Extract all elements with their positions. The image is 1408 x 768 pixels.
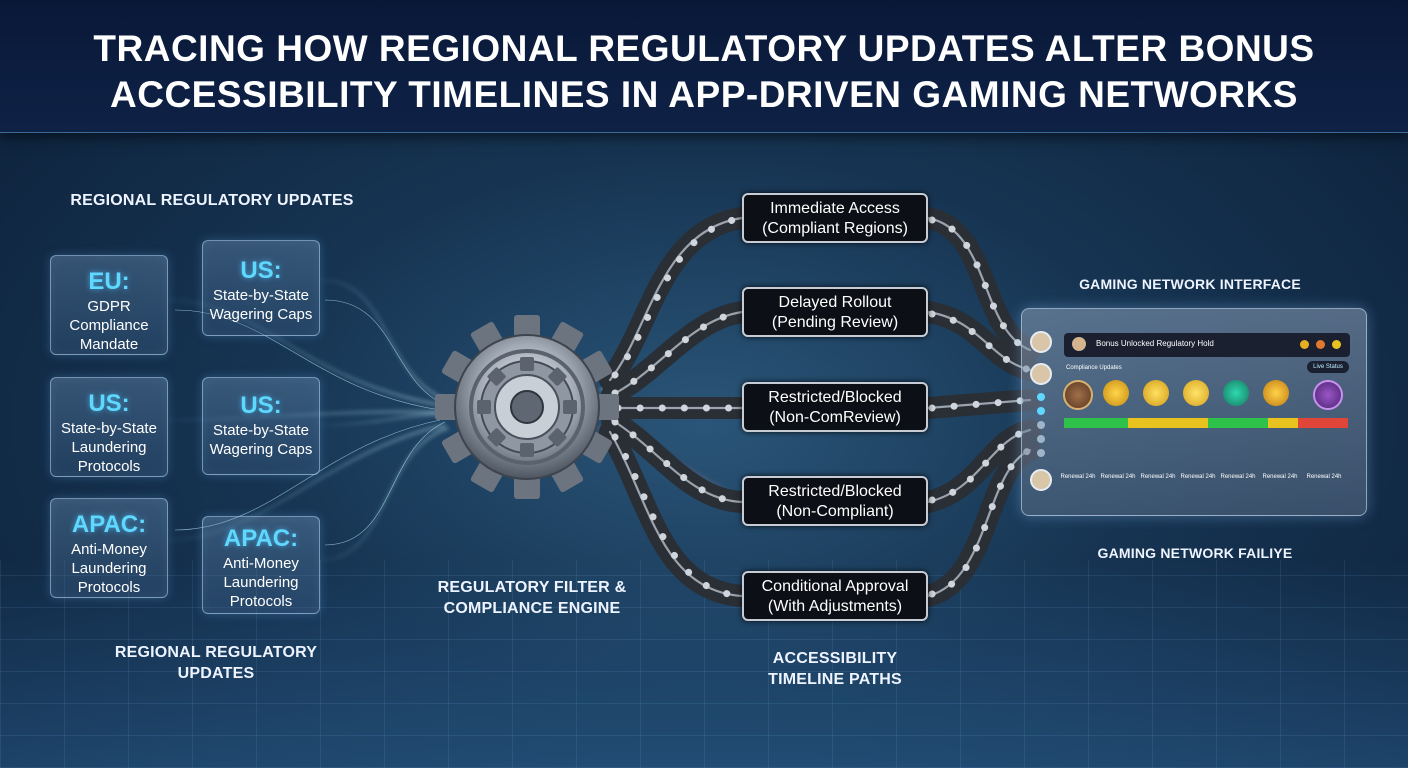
reg-card-line: Compliance (51, 317, 167, 334)
panel-bottom-label: Renewal 24h (1100, 474, 1136, 481)
reg-card-line: Protocols (51, 458, 167, 475)
panel-status-dot (1332, 340, 1341, 349)
reg-card-us-wagering-1: US: State-by-State Wagering Caps (202, 240, 320, 336)
reg-card-line: Laundering (51, 560, 167, 577)
panel-bottom-label: Renewal 24h (1262, 474, 1298, 481)
path-head: Restricted/Blocked (744, 482, 926, 502)
status-bar-green (1064, 418, 1128, 428)
bonus-coin-icon (1063, 380, 1093, 410)
bonus-coin-icon (1143, 380, 1169, 406)
reg-card-line: Wagering Caps (203, 441, 319, 458)
status-bar-red (1298, 418, 1348, 428)
panel-tag: Compliance Updates (1066, 365, 1122, 371)
reg-card-line: Mandate (51, 336, 167, 353)
panel-bottom-label: Renewal 24h (1060, 474, 1096, 481)
reg-card-us-laundering: US: State-by-State Laundering Protocols (50, 377, 168, 477)
label-regional-bottom-line-2: UPDATES (96, 663, 336, 684)
panel-side-dot (1037, 421, 1045, 429)
gaming-interface-panel: Bonus Unlocked Regulatory Hold Complianc… (1021, 308, 1367, 516)
reg-card-line: Protocols (203, 593, 319, 610)
reg-card-line: State-by-State (51, 420, 167, 437)
bonus-coin-icon (1313, 380, 1343, 410)
path-sub: (Pending Review) (744, 313, 926, 333)
path-immediate-access: Immediate Access (Compliant Regions) (742, 193, 928, 243)
path-head: Conditional Approval (744, 577, 926, 597)
reg-card-line: Protocols (51, 579, 167, 596)
label-regional-top: REGIONAL REGULATORY UPDATES (52, 192, 372, 210)
reg-card-line: Laundering (51, 439, 167, 456)
pipe-conditional-in (610, 432, 742, 596)
panel-side-avatar-icon (1030, 469, 1052, 491)
label-engine-line-1: REGULATORY FILTER & (402, 577, 662, 598)
label-interface-bottom: GAMING NETWORK FAILIYE (1075, 545, 1315, 561)
label-engine-line-2: COMPLIANCE ENGINE (402, 598, 662, 619)
reg-card-us-wagering-2: US: State-by-State Wagering Caps (202, 377, 320, 475)
path-restricted-noncompliant: Restricted/Blocked (Non-Compliant) (742, 476, 928, 526)
panel-bottom-label: Renewal 24h (1306, 474, 1342, 481)
bonus-coin-icon (1183, 380, 1209, 406)
panel-avatar-icon (1072, 337, 1086, 351)
reg-card-line: State-by-State (203, 422, 319, 439)
label-engine: REGULATORY FILTER & COMPLIANCE ENGINE (402, 577, 662, 619)
label-regional-bottom: REGIONAL REGULATORY UPDATES (96, 642, 336, 684)
reg-card-apac-1: APAC: Anti-Money Laundering Protocols (50, 498, 168, 598)
panel-header-bar: Bonus Unlocked Regulatory Hold (1064, 333, 1350, 357)
panel-side-avatar-icon (1030, 331, 1052, 353)
path-head: Restricted/Blocked (744, 388, 926, 408)
reg-card-line: Wagering Caps (203, 306, 319, 323)
panel-bottom-label: Renewal 24h (1180, 474, 1216, 481)
compliance-gear-icon (435, 315, 619, 499)
reg-card-region: EU: (51, 268, 167, 296)
path-conditional-approval: Conditional Approval (With Adjustments) (742, 571, 928, 621)
stream-fine-4 (325, 422, 445, 545)
panel-bottom-label: Renewal 24h (1140, 474, 1176, 481)
reg-card-region: US: (203, 392, 319, 420)
reg-card-line: GDPR (51, 298, 167, 315)
reg-card-region: APAC: (203, 525, 319, 553)
reg-card-line: State-by-State (203, 287, 319, 304)
path-delayed-rollout: Delayed Rollout (Pending Review) (742, 287, 928, 337)
reg-card-apac-2: APAC: Anti-Money Laundering Protocols (202, 516, 320, 614)
stream-us-1 (320, 280, 445, 400)
panel-bottom-label: Renewal 24h (1220, 474, 1256, 481)
panel-side-dot (1037, 393, 1045, 401)
stream-apac-2 (320, 428, 448, 560)
status-bar-yellow-2 (1268, 418, 1298, 428)
reg-card-line: Anti-Money (203, 555, 319, 572)
panel-side-dot (1037, 435, 1045, 443)
path-head: Delayed Rollout (744, 293, 926, 313)
path-head: Immediate Access (744, 199, 926, 219)
path-sub: (With Adjustments) (744, 597, 926, 617)
reg-card-line: Anti-Money (51, 541, 167, 558)
label-interface: GAMING NETWORK INTERFACE (1060, 276, 1320, 292)
panel-status-dot (1316, 340, 1325, 349)
panel-live-badge: Live Status (1307, 361, 1349, 373)
path-restricted-review: Restricted/Blocked (Non-ComReview) (742, 382, 928, 432)
status-bar-yellow (1128, 418, 1208, 428)
status-bar-green-2 (1208, 418, 1268, 428)
bonus-coin-icon (1223, 380, 1249, 406)
bonus-coin-icon (1263, 380, 1289, 406)
reg-card-eu: EU: GDPR Compliance Mandate (50, 255, 168, 355)
bonus-coin-icon (1103, 380, 1129, 406)
path-sub: (Non-Compliant) (744, 502, 926, 522)
path-sub: (Compliant Regions) (744, 219, 926, 239)
label-regional-bottom-line-1: REGIONAL REGULATORY (96, 642, 336, 663)
reg-card-region: US: (51, 390, 167, 418)
label-timeline-line-1: ACCESSIBILITY (720, 648, 950, 669)
reg-card-region: US: (203, 257, 319, 285)
reg-card-region: APAC: (51, 511, 167, 539)
panel-status-dot (1300, 340, 1309, 349)
label-timeline-line-2: TIMELINE PATHS (720, 669, 950, 690)
panel-side-dot (1037, 449, 1045, 457)
path-sub: (Non-ComReview) (744, 408, 926, 428)
panel-bar-title: Bonus Unlocked Regulatory Hold (1096, 339, 1214, 348)
panel-side-avatar-icon (1030, 363, 1052, 385)
label-timeline: ACCESSIBILITY TIMELINE PATHS (720, 648, 950, 690)
reg-card-line: Laundering (203, 574, 319, 591)
panel-side-dot (1037, 407, 1045, 415)
